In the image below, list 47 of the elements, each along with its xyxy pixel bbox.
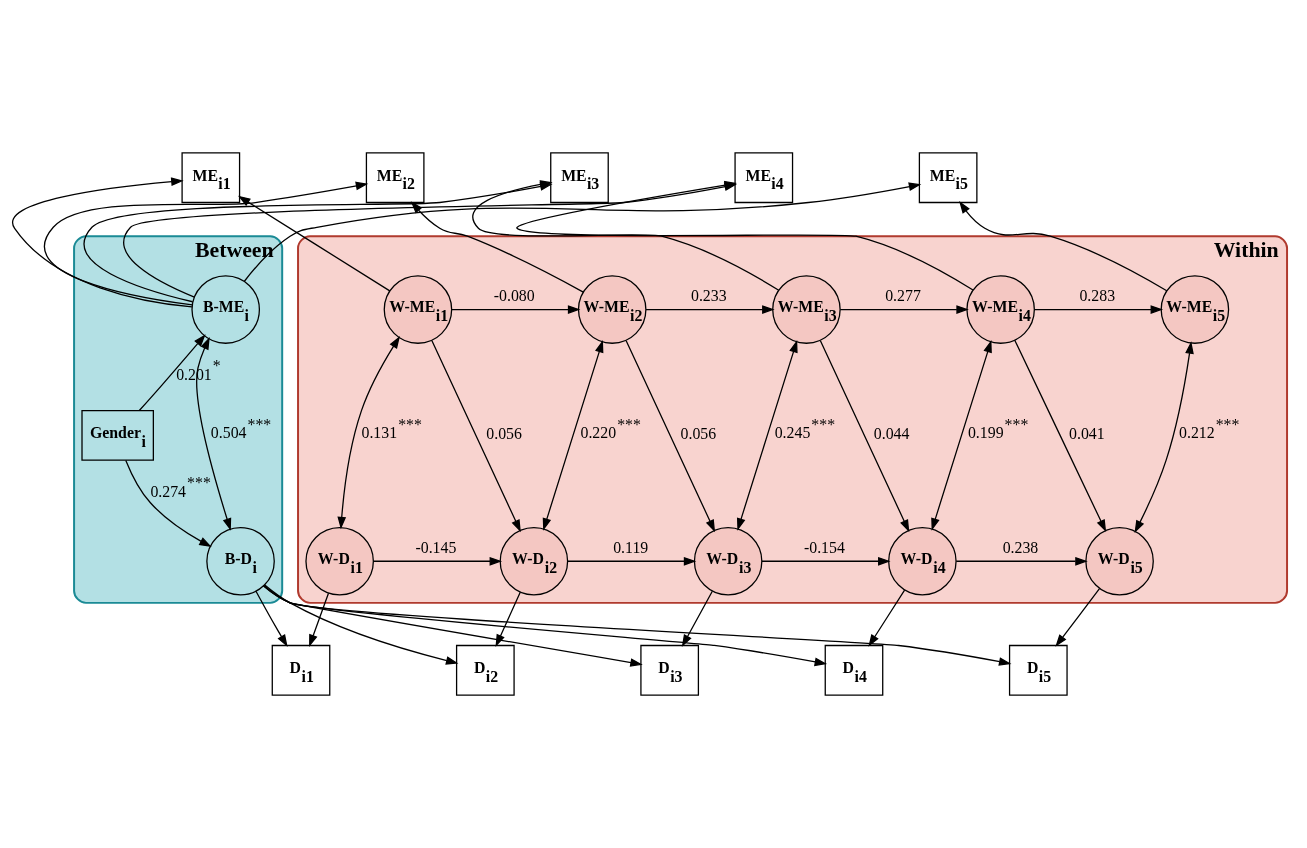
edge-label: 0.277 [885,287,921,305]
arrow [761,556,891,566]
arrow [625,340,716,533]
arrow [138,334,206,412]
edge-label: 0.041 [1069,425,1105,443]
arrow [43,181,369,306]
arrow [196,337,232,531]
arrow [567,556,697,566]
edge-label: 0.056 [680,425,717,443]
arrow [495,591,521,647]
arrow [262,585,1012,666]
arrow [1033,305,1164,314]
edge-label: -0.080 [493,287,535,305]
arrow [955,556,1088,566]
edge-label: 0.119 [613,539,649,557]
arrow [431,340,521,533]
edge-label: 0.233 [690,287,727,305]
arrow [868,589,906,647]
edge-label: -0.145 [415,539,457,557]
arrow [681,590,713,648]
arrow [263,585,828,667]
edge-label: 0.056 [486,425,522,443]
arrow [125,459,212,548]
arrow [372,556,503,566]
edge-label: 0.238 [1002,539,1039,557]
arrow [1055,588,1101,647]
arrow [238,195,391,292]
arrow [1134,341,1194,533]
arrow [645,305,775,314]
arrow [263,585,643,667]
arrow [410,201,584,293]
arrow [839,305,969,314]
arrow [255,590,288,648]
arrow [11,177,193,308]
arrow [736,340,798,531]
edge-label: 0.044 [873,425,910,443]
arrow [337,336,400,530]
arrow [931,340,992,531]
arrow [819,340,910,533]
arrow [309,592,330,647]
arrow [959,201,1168,292]
arrow [1014,339,1107,533]
arrow [451,305,581,314]
arrow [264,584,459,665]
edge-label: 0.283 [1079,287,1116,305]
edge-label: -0.154 [803,539,845,557]
arrow [542,340,604,531]
